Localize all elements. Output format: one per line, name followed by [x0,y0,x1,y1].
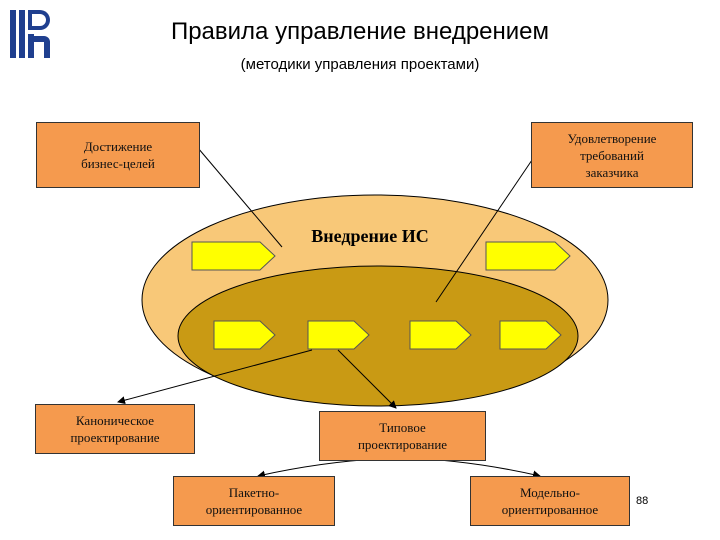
process-arrow [307,320,370,350]
page-title: Правила управление внедрением [170,18,550,45]
page-subtitle: (методики управления проектами) [240,56,480,73]
process-arrow [213,320,276,350]
center-label: Внедрение ИС [311,226,429,246]
canonical-design-box: Каноническое проектирование [35,404,195,454]
connector-business-goals [197,147,283,248]
package-oriented-box: Пакетно- ориентированное [173,476,335,526]
process-arrow [191,241,276,271]
inner-ellipse [177,265,579,407]
model-oriented-box: Модельно- ориентированное [470,476,630,526]
connector-customer-requirements [435,159,533,303]
process-arrow [485,241,571,271]
process-arrow [409,320,472,350]
university-logo [6,4,54,64]
arrow-to-canonical [117,349,313,405]
process-arrow [499,320,562,350]
arrow-to-typical [337,349,397,409]
page-number: 88 [636,495,649,507]
customer-requirements-box: Удовлетворение требований заказчика [531,122,693,188]
typical-design-box: Типовое проектирование [319,411,486,461]
business-goals-box: Достижение бизнес-целей [36,122,200,188]
